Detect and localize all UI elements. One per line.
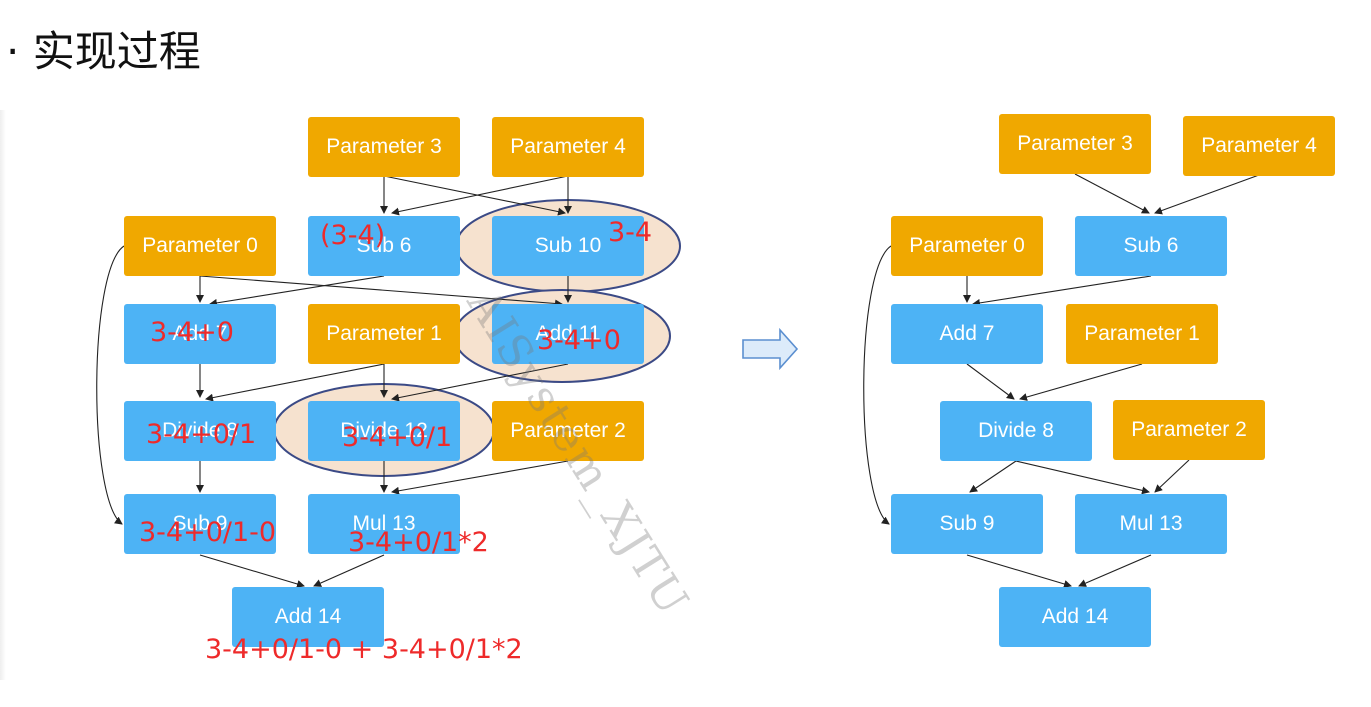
annotation-mul13: 3-4+0/1*2	[348, 527, 489, 558]
left-sub-6: Sub 6	[308, 216, 460, 276]
right-parameter-3: Parameter 3	[999, 114, 1151, 174]
right-graph-edges	[863, 173, 1260, 588]
annotation-add7: 3-4+0	[150, 317, 234, 348]
annotation-div12: 3-4+0/1	[342, 422, 453, 453]
heading-text: 实现过程	[32, 27, 201, 76]
left-add-14: Add 14	[232, 587, 384, 647]
left-parameter-4: Parameter 4	[492, 117, 644, 177]
right-mul-13: Mul 13	[1075, 494, 1227, 554]
left-graph-edges	[96, 175, 572, 588]
left-parameter-2: Parameter 2	[492, 401, 644, 461]
left-mul-13: Mul 13	[308, 494, 460, 554]
right-parameter-1: Parameter 1	[1066, 304, 1218, 364]
bullet-dot: ·	[6, 27, 20, 76]
left-divide-8: Divide 8	[124, 401, 276, 461]
left-sub-9: Sub 9	[124, 494, 276, 554]
right-parameter-2: Parameter 2	[1113, 400, 1265, 460]
transform-arrow	[742, 327, 799, 371]
annotation-sub10: 3-4	[608, 217, 653, 248]
left-edge-shadow	[0, 110, 6, 680]
right-add-14: Add 14	[999, 587, 1151, 647]
right-divide-8: Divide 8	[940, 401, 1092, 461]
left-add-11: Add 11	[492, 304, 644, 364]
left-parameter-3: Parameter 3	[308, 117, 460, 177]
left-add-7: Add 7	[124, 304, 276, 364]
left-divide-12: Divide 12	[308, 401, 460, 461]
right-sub-9: Sub 9	[891, 494, 1043, 554]
section-heading: · 实现过程	[6, 18, 201, 79]
annotation-sub6: (3-4)	[320, 220, 386, 251]
right-parameter-4: Parameter 4	[1183, 116, 1335, 176]
right-parameter-0: Parameter 0	[891, 216, 1043, 276]
left-sub-10: Sub 10	[492, 216, 644, 276]
annotation-add14: 3-4+0/1-0 + 3-4+0/1*2	[205, 634, 523, 665]
left-parameter-0: Parameter 0	[124, 216, 276, 276]
right-add-7: Add 7	[891, 304, 1043, 364]
annotation-div8: 3-4+0/1	[146, 419, 257, 450]
left-parameter-1: Parameter 1	[308, 304, 460, 364]
annotation-add11: 3-4+0	[537, 325, 621, 356]
annotation-sub9: 3-4+0/1-0	[139, 517, 277, 548]
right-sub-6: Sub 6	[1075, 216, 1227, 276]
